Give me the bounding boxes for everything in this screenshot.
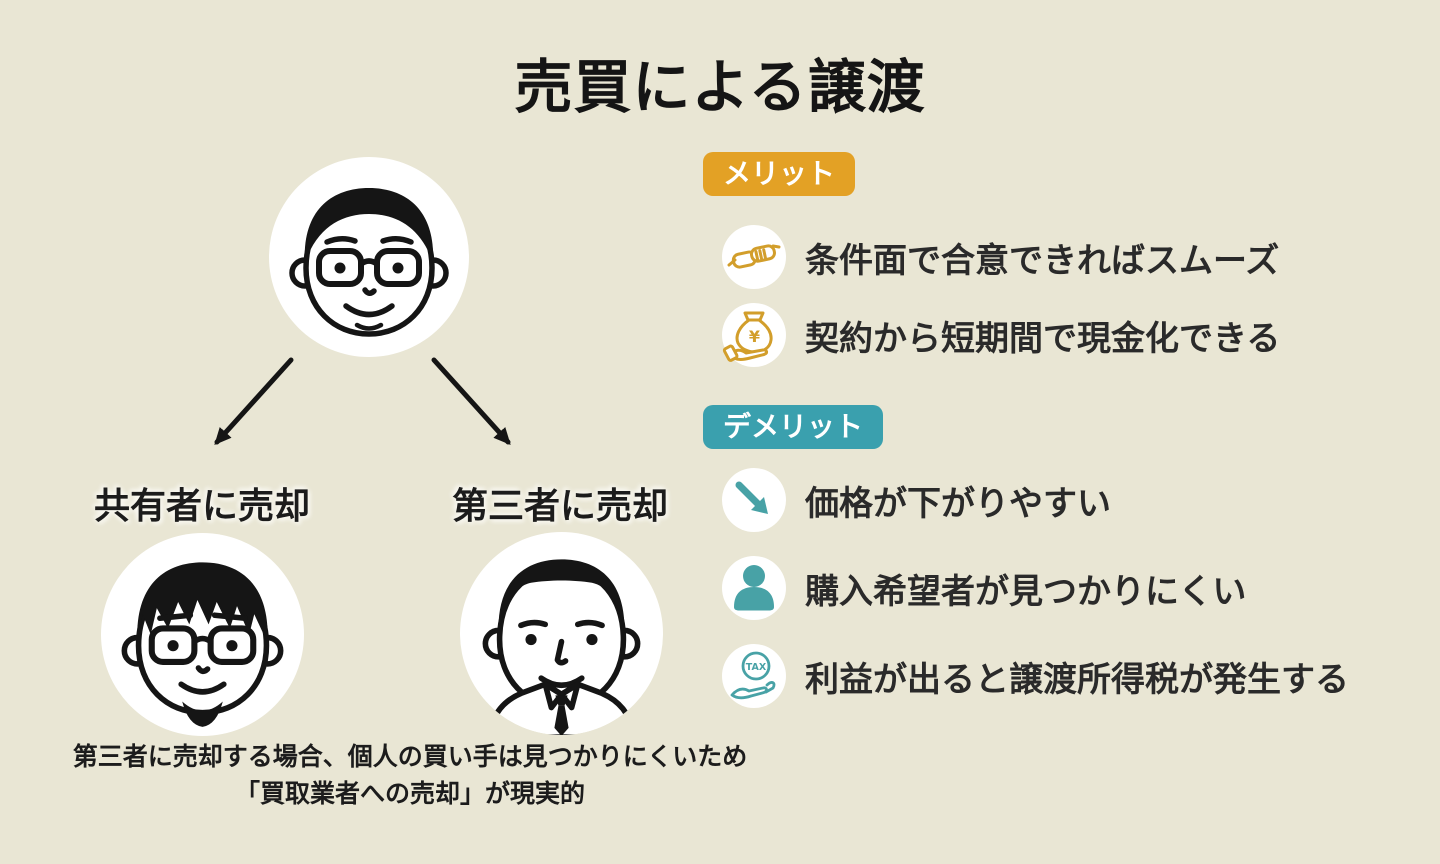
footnote-line2: 「買取業者への売却」が現実的 <box>234 779 585 808</box>
merit-item-1-text: 条件面で合意できればスムーズ <box>805 240 1280 281</box>
merit-badge: メリット <box>703 152 856 196</box>
co-owner-avatar <box>101 533 304 736</box>
man-shirt-tie-avatar-icon <box>482 559 641 735</box>
branch-label-third-party: 第三者に売却 <box>451 486 668 527</box>
arrow-to-co-owner <box>214 357 294 445</box>
page-title: 売買による譲渡 <box>514 53 926 121</box>
handshake-icon <box>722 225 786 289</box>
merit-item-2-text: 契約から短期間で現金化できる <box>805 318 1281 359</box>
svg-text:TAX: TAX <box>746 662 767 673</box>
demerit-item-3: TAX 利益が出ると譲渡所得税が発生する <box>722 644 1349 708</box>
branch-label-co-owner: 共有者に売却 <box>93 486 310 527</box>
demerit-item-2-text: 購入希望者が見つかりにくい <box>805 571 1247 612</box>
merit-item-1: 条件面で合意できればスムーズ <box>722 225 1279 289</box>
demerit-item-1-text: 価格が下がりやすい <box>805 483 1111 524</box>
man-glasses-avatar-icon <box>289 188 449 337</box>
footnote: 第三者に売却する場合、個人の買い手は見つかりにくいため 「買取業者への売却」が現… <box>55 738 765 812</box>
demerit-badge: デメリット <box>703 405 884 449</box>
tax-hand-icon: TAX <box>722 644 786 708</box>
man-glasses-beard-avatar-icon <box>121 562 284 727</box>
svg-text:¥: ¥ <box>749 327 760 346</box>
merit-item-2: ¥ 契約から短期間で現金化できる <box>722 303 1280 367</box>
demerit-item-3-text: 利益が出ると譲渡所得税が発生する <box>805 659 1349 700</box>
demerit-item-1: 価格が下がりやすい <box>722 468 1111 532</box>
arrow-to-third-party <box>431 357 511 445</box>
owner-avatar <box>269 157 469 357</box>
price-down-arrow-icon <box>722 468 786 532</box>
buyer-person-icon <box>722 556 786 620</box>
demerit-item-2: 購入希望者が見つかりにくい <box>722 556 1246 620</box>
money-bag-hand-icon: ¥ <box>722 303 786 367</box>
third-party-avatar <box>460 532 663 735</box>
footnote-line1: 第三者に売却する場合、個人の買い手は見つかりにくいため <box>72 742 748 771</box>
